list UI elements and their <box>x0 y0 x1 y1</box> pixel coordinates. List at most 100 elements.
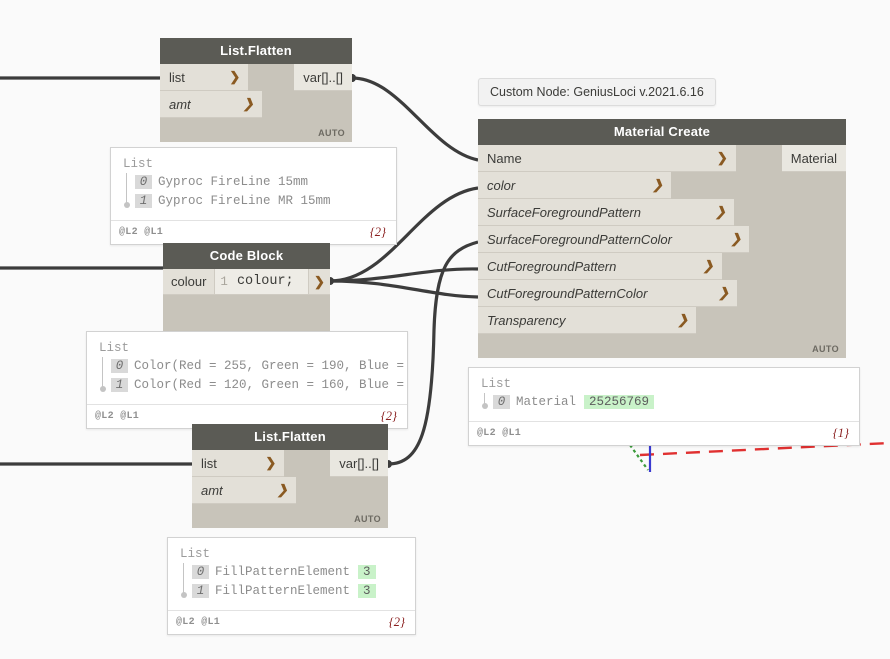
code-editor[interactable]: colour; <box>232 269 308 295</box>
node-gap <box>779 199 846 226</box>
input-port-label: SurfaceForegroundPattern <box>487 204 641 220</box>
list-count: {2} <box>380 409 397 423</box>
node-gap <box>735 145 782 172</box>
output-port-chevron-icon[interactable]: ❯ <box>308 269 330 295</box>
preview-items: 0 Material 25256769 <box>481 392 849 411</box>
input-port-label: CutForegroundPattern <box>487 258 617 274</box>
output-port-var[interactable]: var[]..[] <box>294 64 352 91</box>
input-port-name[interactable]: Name ❯ <box>478 145 736 172</box>
node-gap <box>767 253 847 280</box>
node-footer: AUTO <box>478 334 846 358</box>
port-row-amt[interactable]: amt ❯ <box>192 477 389 504</box>
chevron-right-icon[interactable]: ❯ <box>265 455 277 470</box>
input-port-list[interactable]: list ❯ <box>192 450 285 477</box>
input-port-label: amt <box>169 96 191 112</box>
preview-fill-patterns: List 0 FillPatternElement 3 1 FillPatter… <box>167 537 416 635</box>
input-port-label: CutForegroundPatternColor <box>487 285 648 301</box>
list-item: 1 FillPatternElement 3 <box>192 581 405 600</box>
list-levels[interactable]: @L2 @L1 <box>176 617 221 628</box>
output-port-material[interactable]: Material <box>781 145 846 172</box>
list-spine-icon <box>481 393 488 409</box>
node-gap <box>284 450 331 477</box>
output-port-var[interactable]: var[]..[] <box>330 450 388 477</box>
list-index: 1 <box>192 583 209 598</box>
input-port-cutforegroundpatterncolor[interactable]: CutForegroundPatternColor ❯ <box>478 280 738 307</box>
list-levels[interactable]: @L2 @L1 <box>95 411 140 422</box>
node-gap <box>261 91 308 118</box>
list-item: 1 Gyproc FireLine MR 15mm <box>135 191 386 210</box>
port-row-amt[interactable]: amt ❯ <box>160 91 353 118</box>
port-row-color[interactable]: color ❯ <box>478 172 846 199</box>
node-code-block[interactable]: Code Block colour 1 colour; ❯ <box>163 243 330 342</box>
auto-run-badge: AUTO <box>812 344 839 354</box>
preview-items: 0 Gyproc FireLine 15mm 1 Gyproc FireLine… <box>123 172 386 210</box>
list-index: 0 <box>135 174 152 189</box>
input-port-color[interactable]: color ❯ <box>478 172 672 199</box>
node-gap <box>341 477 389 504</box>
list-value: Gyproc FireLine 15mm <box>158 174 309 189</box>
port-row-cut-foreground-pattern-color[interactable]: CutForegroundPatternColor ❯ <box>478 280 847 307</box>
chevron-right-icon[interactable]: ❯ <box>716 150 728 165</box>
port-row-list[interactable]: list ❯ var[]..[] <box>160 64 352 91</box>
port-row-transparency[interactable]: Transparency ❯ <box>478 307 847 334</box>
list-item: 0 FillPatternElement 3 <box>192 562 405 581</box>
port-row-surface-foreground-pattern-color[interactable]: SurfaceForegroundPatternColor ❯ <box>478 226 846 253</box>
preview-title: List <box>99 341 130 355</box>
chevron-right-icon[interactable]: ❯ <box>229 69 241 84</box>
input-port-label: color <box>487 177 516 193</box>
preview-materials: List 0 Gyproc FireLine 15mm 1 Gyproc Fir… <box>110 147 397 245</box>
list-index: 1 <box>111 377 128 392</box>
preview-body: List 0 Gyproc FireLine 15mm 1 Gyproc Fir… <box>111 148 396 220</box>
preview-items: 0 Color(Red = 255, Green = 190, Blue = 1… <box>99 356 404 394</box>
preview-body: List 0 FillPatternElement 3 1 FillPatter… <box>168 538 415 610</box>
node-list-flatten-top[interactable]: List.Flatten list ❯ var[]..[] amt ❯ AUTO <box>160 38 353 142</box>
port-row-cut-foreground-pattern[interactable]: CutForegroundPattern ❯ <box>478 253 847 280</box>
list-spine-icon <box>180 563 187 598</box>
node-gap <box>733 199 780 226</box>
node-gap <box>737 280 784 307</box>
node-list-flatten-bottom[interactable]: List.Flatten list ❯ var[]..[] amt ❯ AUTO <box>192 424 389 528</box>
custom-node-tooltip: Custom Node: GeniusLoci v.2021.6.16 <box>478 78 716 106</box>
list-value-highlight: 3 <box>358 564 376 579</box>
preview-colours: List 0 Color(Red = 255, Green = 190, Blu… <box>86 331 408 429</box>
node-title: List.Flatten <box>160 38 352 64</box>
input-port-cutforegroundpattern[interactable]: CutForegroundPattern ❯ <box>478 253 722 280</box>
chevron-right-icon[interactable]: ❯ <box>276 482 288 497</box>
input-port-colour[interactable]: colour <box>163 269 216 295</box>
list-value: FillPatternElement <box>215 564 351 579</box>
node-material-create[interactable]: Material Create Name ❯ Material color ❯ <box>478 111 854 358</box>
input-port-transparency[interactable]: Transparency ❯ <box>478 307 697 334</box>
port-row-name[interactable]: Name ❯ Material <box>478 145 846 172</box>
node-gap <box>795 226 846 253</box>
input-port-amt[interactable]: amt ❯ <box>192 477 296 504</box>
port-row-surface-foreground-pattern[interactable]: SurfaceForegroundPattern ❯ <box>478 199 846 226</box>
chevron-right-icon[interactable]: ❯ <box>652 177 664 192</box>
port-row-list[interactable]: list ❯ var[]..[] <box>192 450 388 477</box>
list-levels[interactable]: @L2 @L1 <box>119 227 164 238</box>
input-port-surfaceforegroundpattern[interactable]: SurfaceForegroundPattern ❯ <box>478 199 734 226</box>
node-gap <box>742 307 847 334</box>
input-port-amt[interactable]: amt ❯ <box>160 91 262 118</box>
chevron-right-icon[interactable]: ❯ <box>677 312 689 327</box>
input-port-list[interactable]: list ❯ <box>160 64 249 91</box>
chevron-right-icon[interactable]: ❯ <box>715 204 726 219</box>
wire-codeblock-to-surfacecolor <box>329 267 479 283</box>
chevron-right-icon[interactable]: ❯ <box>242 96 254 111</box>
node-gap <box>696 307 743 334</box>
node-gap <box>783 280 847 307</box>
preview-body: List 0 Material 25256769 <box>469 368 859 421</box>
node-gap <box>749 226 796 253</box>
chevron-right-icon[interactable]: ❯ <box>718 285 730 300</box>
code-block-row[interactable]: colour 1 colour; ❯ <box>163 269 330 295</box>
list-levels[interactable]: @L2 @L1 <box>477 428 522 439</box>
input-port-label: Name <box>487 150 522 166</box>
chevron-right-icon[interactable]: ❯ <box>702 258 714 273</box>
preview-body: List 0 Color(Red = 255, Green = 190, Blu… <box>87 332 407 404</box>
node-footer: AUTO <box>192 504 388 528</box>
node-title: Material Create <box>478 119 846 145</box>
chevron-right-icon[interactable]: ❯ <box>730 231 742 246</box>
input-port-surfaceforegroundpatterncolor[interactable]: SurfaceForegroundPatternColor ❯ <box>478 226 750 253</box>
list-count: {2} <box>388 615 405 629</box>
revit-green-dotted-line <box>629 444 649 471</box>
